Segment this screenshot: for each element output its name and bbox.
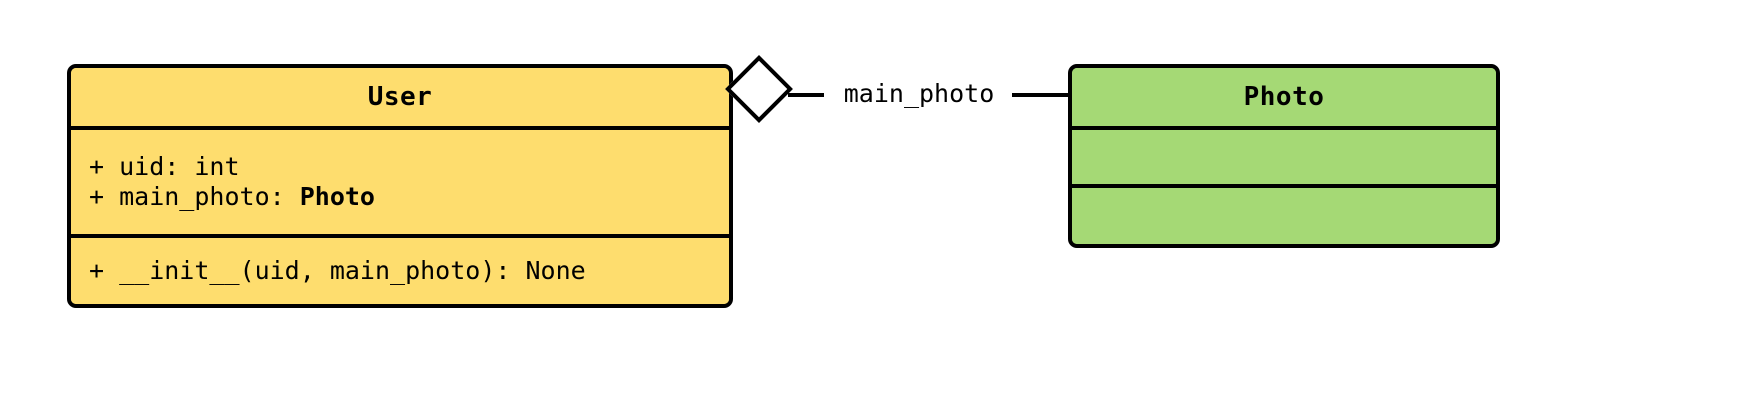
class-methods-user: + __init__(uid, main_photo): None [71, 234, 729, 304]
connector-line-right [1012, 93, 1070, 97]
attribute-row: + uid: int [89, 151, 240, 181]
class-title-photo: Photo [1072, 68, 1496, 126]
connector-line-left [788, 93, 824, 97]
method-row: + __init__(uid, main_photo): None [89, 255, 586, 285]
class-attributes-photo [1072, 126, 1496, 184]
class-box-user[interactable]: User + uid: int + main_photo: Photo + __… [67, 64, 733, 308]
aggregation-diamond-icon [725, 55, 793, 123]
connector-label-main-photo: main_photo [824, 78, 1014, 110]
attribute-row: + main_photo: Photo [89, 182, 711, 213]
class-attributes-user: + uid: int + main_photo: Photo [71, 126, 729, 234]
class-box-photo[interactable]: Photo [1068, 64, 1500, 248]
class-methods-photo [1072, 184, 1496, 244]
attribute-label: + main_photo: [89, 182, 300, 211]
class-title-user: User [71, 68, 729, 126]
attribute-type-ref: Photo [299, 182, 375, 211]
